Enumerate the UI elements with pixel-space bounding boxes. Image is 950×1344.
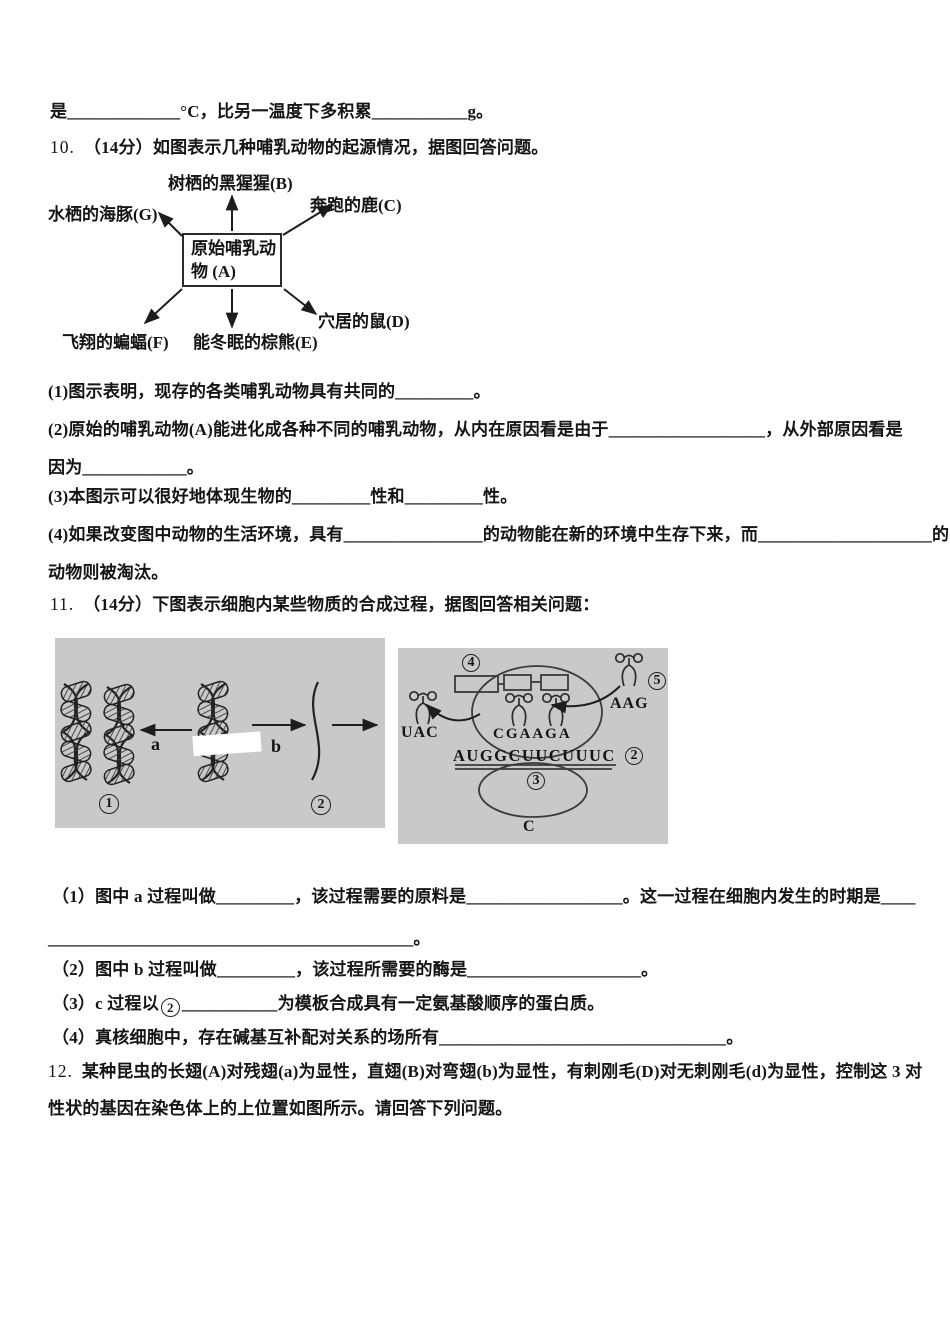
- ribosome-circle: [471, 665, 603, 759]
- trna-in-site-1: [504, 692, 534, 727]
- ribosome-small-subunit: [478, 762, 588, 818]
- arrow-to-bat: [143, 288, 183, 325]
- primitive-mammal-line2: 物 (A): [191, 262, 236, 281]
- trna-leaving-uac: [408, 690, 438, 725]
- question-10-header: 10. （14分）如图表示几种哺乳动物的起源情况，据图回答问题。: [50, 133, 548, 158]
- primitive-mammal-box: 原始哺乳动 物 (A): [182, 233, 282, 287]
- circled-2-inline: 2: [160, 998, 180, 1017]
- question-11-title: （14分）下图表示细胞内某些物质的合成过程，据图回答相关问题：: [83, 595, 600, 614]
- anticodon-aag-label: AAG: [610, 695, 649, 712]
- intro-line: 是_____________°C，比另一温度下多积累___________g。: [50, 102, 494, 121]
- q11-item-1-cont: ________________________________________…: [48, 929, 431, 948]
- question-12-number: 12.: [48, 1061, 73, 1081]
- peptide-segment-1: [454, 675, 499, 693]
- process-b-label: b: [271, 736, 282, 756]
- q10-item-3: (3)本图示可以很好地体现生物的_________性和_________性。: [48, 487, 518, 506]
- circled-4: 4: [462, 654, 480, 672]
- replication-transcription-panel: a b 1 2: [55, 638, 385, 828]
- dna-double-helix-copy1: [58, 678, 94, 785]
- trna-incoming-aag: [614, 652, 644, 687]
- label-bear: 能冬眠的棕熊(E): [193, 333, 318, 352]
- q11-item-2: （2）图中 b 过程叫做_________，该过程所需要的酶是_________…: [52, 960, 659, 979]
- circled-1: 1: [99, 794, 119, 814]
- exit-arrow: [425, 703, 481, 722]
- q11-item-3-pre: （3）c 过程以: [52, 994, 159, 1013]
- primitive-mammal-line1: 原始哺乳动: [191, 239, 276, 258]
- anticodons-label: CGAAGA: [493, 726, 572, 742]
- q10-item-2-cont: 因为____________。: [48, 458, 204, 477]
- circled-2-mrna: 2: [625, 747, 643, 765]
- circled-3: 3: [527, 772, 545, 790]
- q10-item-4: (4)如果改变图中动物的生活环境，具有________________的动物能在…: [48, 525, 950, 544]
- trna-in-site-2: [541, 692, 571, 727]
- dna-double-helix-copy2: [101, 681, 137, 788]
- structure-c-label: C: [523, 818, 535, 835]
- rna-strand: [311, 681, 321, 781]
- mammal-origin-diagram: 树栖的黑猩猩(B) 奔跑的鹿(C) 水栖的海豚(G) 原始哺乳动 物 (A) 穴…: [45, 163, 465, 360]
- white-patch: [192, 731, 262, 757]
- dna-double-helix-template: [195, 678, 231, 785]
- translation-panel: 4 5 UAC AAG CGAAGA AUGGCUUCUUUC 2 3 C: [398, 648, 668, 844]
- circled-5: 5: [648, 672, 666, 690]
- arrow-to-mouse: [283, 288, 318, 315]
- q11-item-3-post: ___________为模板合成具有一定氨基酸顺序的蛋白质。: [181, 994, 605, 1013]
- question-11-header: 11. （14分）下图表示细胞内某些物质的合成过程，据图回答相关问题：: [50, 590, 599, 615]
- peptide-segment-2: [503, 674, 532, 691]
- question-12-header: 12. 某种昆虫的长翅(A)对残翅(a)为显性，直翅(B)对弯翅(b)为显性，有刺…: [48, 1057, 922, 1082]
- question-12-line1: 某种昆虫的长翅(A)对残翅(a)为显性，直翅(B)对弯翅(b)为显性，有刺刚毛(…: [81, 1062, 923, 1081]
- question-12-line2: 性状的基因在染色体上的上位置如图所示。请回答下列问题。: [48, 1099, 513, 1118]
- q11-item-1: （1）图中 a 过程叫做_________，该过程需要的原料是_________…: [52, 887, 916, 906]
- question-10-title: （14分）如图表示几种哺乳动物的起源情况，据图回答问题。: [83, 138, 549, 157]
- q11-item-4: （4）真核细胞中，存在碱基互补配对关系的场所有_________________…: [52, 1028, 744, 1047]
- label-deer: 奔跑的鹿(C): [310, 196, 402, 215]
- q10-item-1: (1)图示表明，现存的各类哺乳动物具有共同的_________。: [48, 382, 491, 401]
- label-dolphin: 水栖的海豚(G): [48, 205, 158, 224]
- label-bat: 飞翔的蝙蝠(F): [62, 333, 169, 352]
- question-10-number: 10.: [50, 137, 75, 157]
- anticodon-uac-label: UAC: [401, 724, 439, 741]
- q10-item-4-cont: 动物则被淘汰。: [48, 563, 169, 582]
- label-mouse: 穴居的鼠(D): [318, 312, 410, 331]
- circled-2: 2: [311, 795, 331, 815]
- peptide-segment-3: [540, 674, 569, 691]
- q10-item-2: (2)原始的哺乳动物(A)能进化成各种不同的哺乳动物，从内在原因看是由于____…: [48, 420, 903, 439]
- arrow-to-dolphin: [157, 211, 183, 237]
- mrna-sequence: AUGGCUUCUUUC: [453, 746, 616, 765]
- question-11-number: 11.: [50, 594, 75, 614]
- label-chimpanzee: 树栖的黑猩猩(B): [168, 174, 293, 193]
- process-a-label: a: [151, 734, 160, 754]
